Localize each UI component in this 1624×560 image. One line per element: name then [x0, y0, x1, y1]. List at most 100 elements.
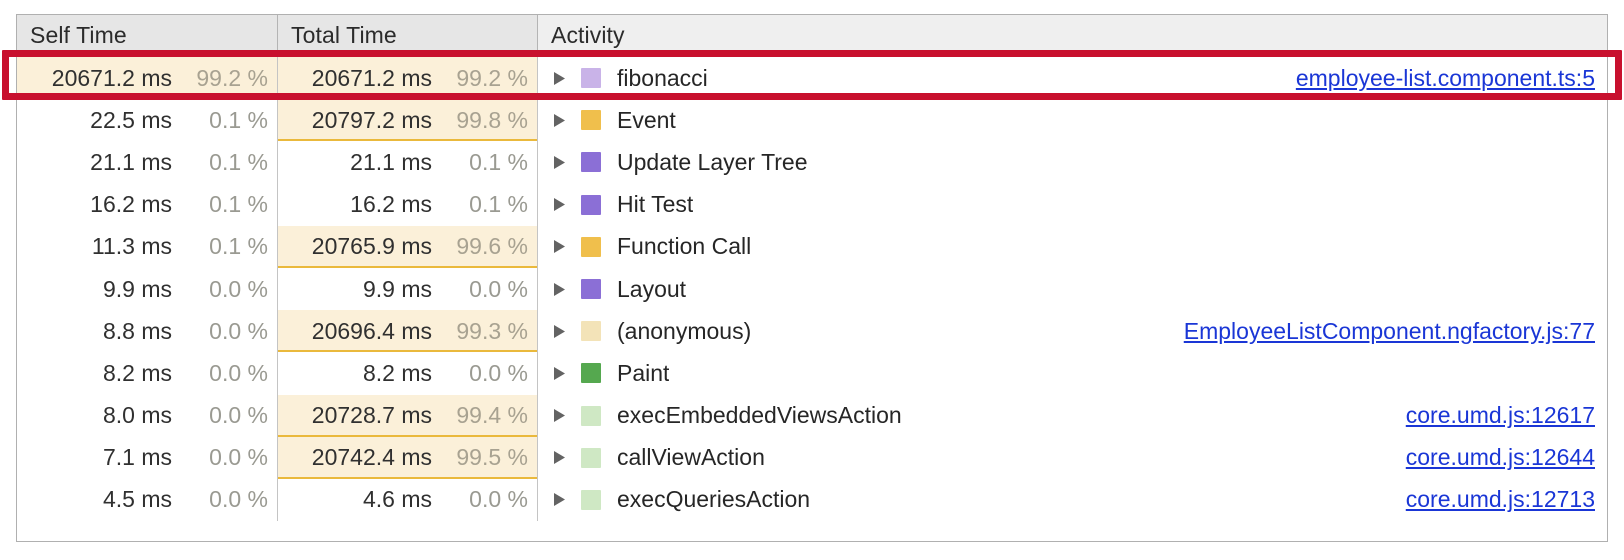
self-time-value: 20671.2 ms	[51, 64, 172, 91]
table-row[interactable]: 16.2 ms 0.1 % 16.2 ms 0.1 % Hit Test	[17, 183, 1607, 226]
activity-label: fibonacci	[617, 64, 708, 91]
source-location-link[interactable]: core.umd.js:12713	[1405, 486, 1595, 513]
expand-triangle-icon[interactable]	[551, 365, 567, 381]
total-time-value: 16.2 ms	[350, 191, 432, 218]
cell-activity: fibonacci employee-list.component.ts:5	[538, 57, 1607, 99]
total-time-value: 21.1 ms	[350, 148, 432, 175]
activity-label: callViewAction	[617, 444, 765, 471]
cell-total-time: 20797.2 ms 99.8 %	[278, 99, 538, 142]
self-time-percent: 0.0 %	[209, 402, 268, 429]
expand-triangle-icon[interactable]	[551, 112, 567, 128]
cell-total-time: 16.2 ms 0.1 %	[278, 183, 538, 226]
source-location-link[interactable]: employee-list.component.ts:5	[1295, 64, 1595, 91]
self-time-value: 16.2 ms	[90, 191, 172, 218]
total-time-value: 9.9 ms	[362, 275, 432, 302]
category-color-swatch-icon	[581, 489, 601, 510]
cell-total-time: 20742.4 ms 99.5 %	[278, 436, 538, 479]
total-time-value: 20797.2 ms	[311, 106, 432, 133]
activity-label: Layout	[617, 275, 687, 302]
total-time-value: 8.2 ms	[362, 359, 432, 386]
expand-triangle-icon[interactable]	[551, 239, 567, 255]
self-time-percent: 0.0 %	[209, 444, 268, 471]
cell-total-time: 20765.9 ms 99.6 %	[278, 225, 538, 268]
self-time-percent: 0.0 %	[209, 359, 268, 386]
category-color-swatch-icon	[581, 405, 601, 426]
total-time-percent: 0.0 %	[469, 359, 528, 386]
column-header-self-time[interactable]: Self Time	[17, 15, 278, 56]
self-time-value: 8.0 ms	[102, 402, 172, 429]
total-time-percent: 0.0 %	[469, 486, 528, 513]
cell-activity: Layout	[538, 268, 1607, 310]
source-location-link[interactable]: core.umd.js:12617	[1405, 402, 1595, 429]
expand-triangle-icon[interactable]	[551, 450, 567, 466]
expand-triangle-icon[interactable]	[551, 197, 567, 213]
activity-label: Event	[617, 106, 676, 133]
source-location-link[interactable]: EmployeeListComponent.ngfactory.js:77	[1183, 317, 1595, 344]
self-time-percent: 0.1 %	[209, 191, 268, 218]
expand-triangle-icon[interactable]	[551, 323, 567, 339]
category-color-swatch-icon	[581, 363, 601, 384]
expand-triangle-icon[interactable]	[551, 281, 567, 297]
cell-self-time: 21.1 ms 0.1 %	[17, 141, 278, 184]
total-time-percent: 0.1 %	[469, 148, 528, 175]
source-location-link[interactable]: core.umd.js:12644	[1405, 444, 1595, 471]
call-tree-grid: Self Time Total Time Activity 20671.2 ms…	[16, 14, 1608, 542]
expand-triangle-icon[interactable]	[551, 492, 567, 508]
total-time-percent: 99.8 %	[456, 106, 528, 133]
category-color-swatch-icon	[581, 194, 601, 215]
expand-triangle-icon[interactable]	[551, 70, 567, 86]
self-time-percent: 0.0 %	[209, 275, 268, 302]
cell-total-time: 20696.4 ms 99.3 %	[278, 310, 538, 353]
cell-activity: Update Layer Tree	[538, 141, 1607, 183]
category-color-swatch-icon	[581, 447, 601, 468]
activity-label: Paint	[617, 359, 670, 386]
cell-activity: Paint	[538, 352, 1607, 394]
self-time-percent: 99.2 %	[196, 64, 268, 91]
total-time-percent: 0.1 %	[469, 191, 528, 218]
cell-total-time: 21.1 ms 0.1 %	[278, 141, 538, 184]
expand-triangle-icon[interactable]	[551, 408, 567, 424]
total-time-percent: 99.5 %	[456, 444, 528, 471]
total-time-value: 20742.4 ms	[311, 444, 432, 471]
cell-activity: Hit Test	[538, 184, 1607, 226]
total-time-value: 20696.4 ms	[311, 317, 432, 344]
expand-triangle-icon[interactable]	[551, 154, 567, 170]
total-time-percent: 99.6 %	[456, 233, 528, 260]
self-time-value: 22.5 ms	[90, 106, 172, 133]
total-time-value: 20765.9 ms	[311, 233, 432, 260]
cell-activity: Event	[538, 99, 1607, 141]
self-time-percent: 0.1 %	[209, 148, 268, 175]
column-header-total-time[interactable]: Total Time	[278, 15, 538, 56]
activity-label: (anonymous)	[617, 317, 752, 344]
table-row[interactable]: 21.1 ms 0.1 % 21.1 ms 0.1 % Update Layer Tre…	[17, 141, 1607, 184]
self-time-value: 21.1 ms	[90, 148, 172, 175]
total-time-value: 20728.7 ms	[311, 402, 432, 429]
self-time-percent: 0.0 %	[209, 317, 268, 344]
column-header-activity[interactable]: Activity	[538, 15, 1607, 56]
activity-label: Hit Test	[617, 191, 694, 218]
total-time-percent: 99.3 %	[456, 317, 528, 344]
category-color-swatch-icon	[581, 110, 601, 131]
